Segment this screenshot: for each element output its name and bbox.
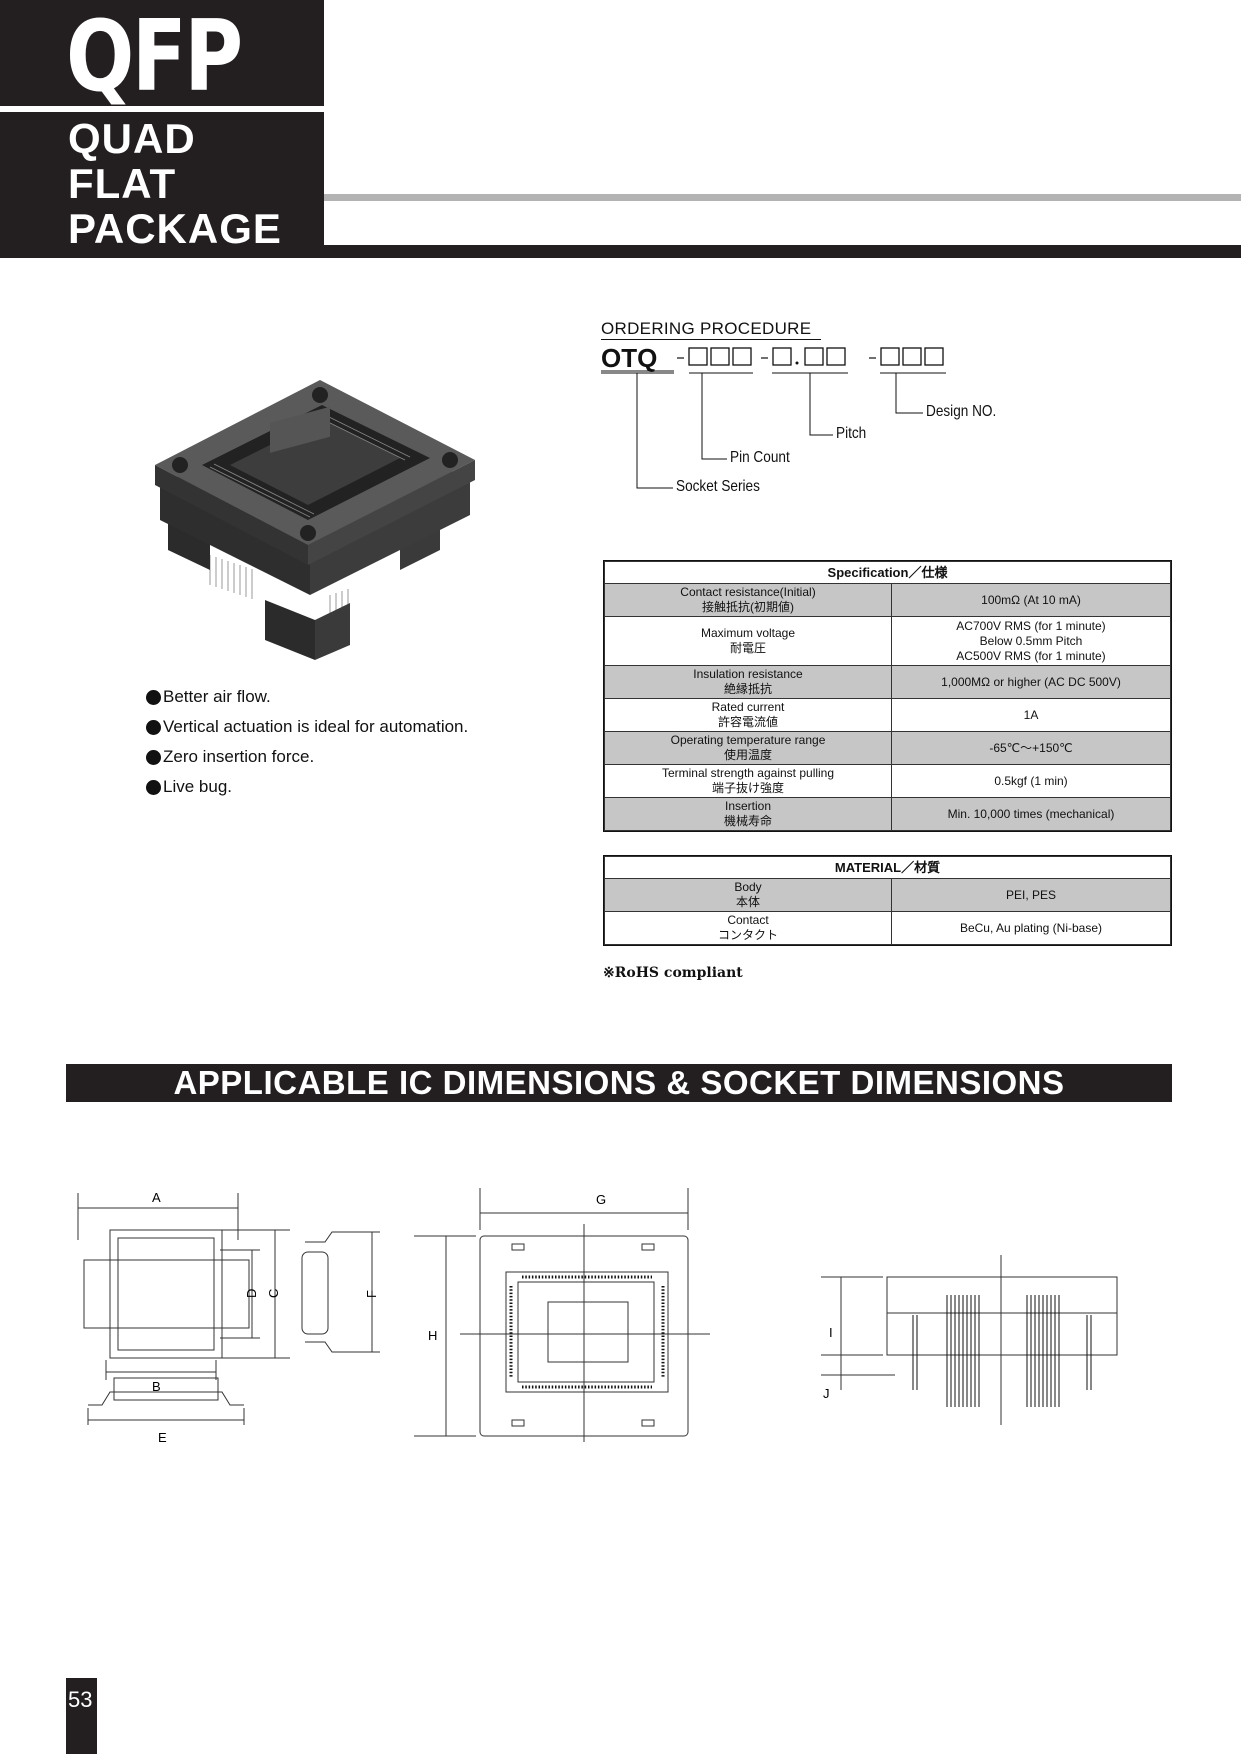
dim-label-j: J	[823, 1386, 830, 1401]
bullet-icon	[146, 719, 161, 735]
section-title: APPLICABLE IC DIMENSIONS & SOCKET DIMENS…	[173, 1064, 1065, 1101]
feature-item: Live bug.	[146, 772, 468, 802]
rohs-note: ※RoHS compliant	[603, 965, 743, 981]
page-title: QFP	[66, 0, 243, 114]
dim-label-c: C	[266, 1289, 281, 1298]
feature-item: Zero insertion force.	[146, 742, 468, 772]
header-block	[0, 0, 324, 258]
socket-top-view-drawing: G H	[414, 1188, 710, 1442]
page-number: 53	[68, 1687, 93, 1712]
socket-side-view-drawing: I J	[821, 1255, 1118, 1425]
feature-item: Better air flow.	[146, 682, 468, 712]
subtitle-line-3: PACKAGE	[68, 205, 282, 252]
header-black-rule	[324, 245, 1241, 258]
ic-dimension-drawing: A B C D E F	[77, 1190, 380, 1445]
page-number-bar	[66, 1678, 97, 1754]
dim-label-d: D	[244, 1289, 259, 1298]
specification-table: Specification／仕様 Contact resistance(Init…	[603, 560, 1172, 832]
dim-label-h: H	[428, 1328, 437, 1343]
subtitle-line-1: QUAD	[68, 115, 196, 162]
ordering-label-design-no: Design NO.	[926, 403, 997, 420]
bullet-icon	[146, 779, 161, 795]
feature-item: Vertical actuation is ideal for automati…	[146, 712, 468, 742]
bullet-icon	[146, 689, 161, 705]
material-title: MATERIAL／材質	[604, 856, 1171, 879]
header-divider	[0, 106, 324, 112]
feature-list: Better air flow. Vertical actuation is i…	[146, 682, 468, 802]
ordering-title: ORDERING PROCEDURE	[601, 319, 822, 340]
bullet-icon	[146, 749, 161, 765]
table-row: Contact resistance(Initial)接触抵抗(初期値) 100…	[604, 583, 1171, 617]
subtitle-line-2: FLAT	[68, 160, 177, 207]
dim-label-g: G	[596, 1192, 606, 1207]
section-bar	[66, 1064, 1172, 1102]
dim-label-a: A	[152, 1190, 161, 1205]
ordering-label-socket-series: Socket Series	[676, 478, 760, 495]
ordering-code-prefix: OTQ	[601, 343, 658, 373]
dim-label-f: F	[364, 1290, 379, 1298]
ordering-label-pitch: Pitch	[836, 425, 867, 442]
header-gray-rule	[324, 194, 1241, 201]
dim-label-e: E	[158, 1430, 167, 1445]
dim-label-i: I	[829, 1325, 833, 1340]
spec-title: Specification／仕様	[604, 561, 1171, 584]
dim-label-b: B	[152, 1379, 161, 1394]
ordering-label-pin-count: Pin Count	[730, 449, 790, 466]
socket-product-image	[155, 380, 475, 660]
ordering-diagram	[601, 347, 946, 489]
